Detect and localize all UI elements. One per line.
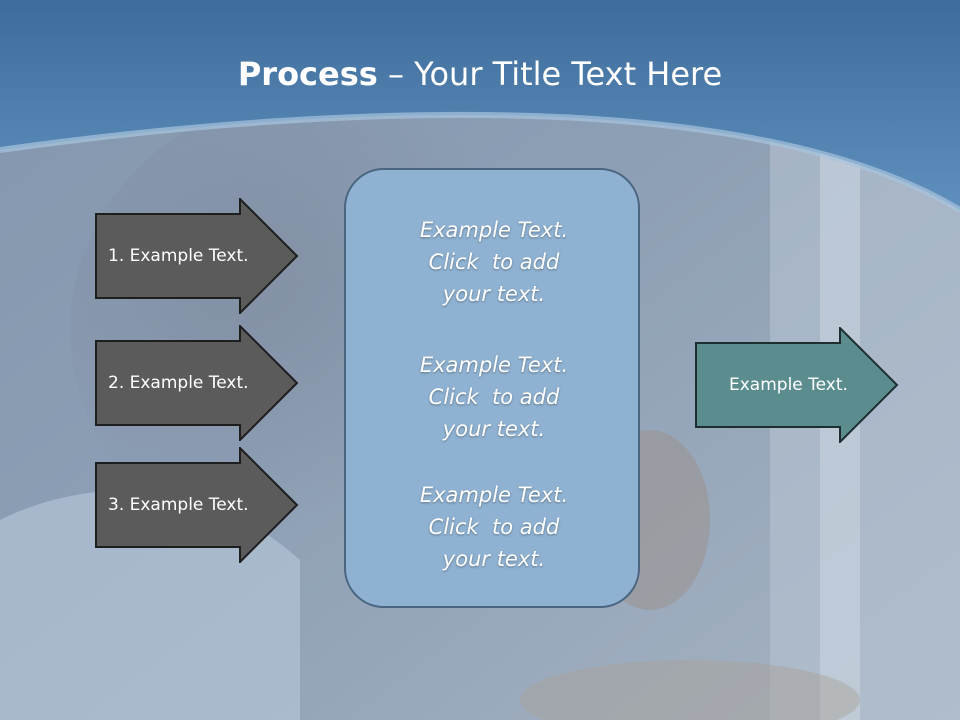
- input-arrow-3[interactable]: 3. Example Text.: [95, 447, 299, 563]
- output-label: Example Text.: [729, 375, 848, 395]
- title-rest: – Your Title Text Here: [377, 55, 723, 93]
- center-block-2[interactable]: Example Text. Click to add your text.: [346, 349, 642, 445]
- output-arrow-shape: [695, 327, 899, 443]
- input-label-2: 2. Example Text.: [108, 373, 249, 393]
- center-block-3[interactable]: Example Text. Click to add your text.: [346, 479, 642, 575]
- block-2-line-2: Click to add: [428, 385, 560, 409]
- block-1-line-3: your text.: [442, 282, 546, 306]
- arrow-shape-2: [95, 325, 299, 441]
- block-3-line-2: Click to add: [428, 515, 560, 539]
- block-2-line-1: Example Text.: [419, 353, 569, 377]
- block-1-line-1: Example Text.: [419, 218, 569, 242]
- center-text-box[interactable]: Example Text. Click to add your text. Ex…: [344, 168, 640, 608]
- slide-title: Process – Your Title Text Here: [0, 52, 960, 96]
- title-bold: Process: [237, 55, 378, 93]
- input-label-1: 1. Example Text.: [108, 246, 249, 266]
- center-block-1[interactable]: Example Text. Click to add your text.: [346, 214, 642, 310]
- block-2-line-3: your text.: [442, 417, 546, 441]
- output-arrow[interactable]: Example Text.: [695, 327, 899, 443]
- arrow-shape-1: [95, 198, 299, 314]
- input-arrow-1[interactable]: 1. Example Text.: [95, 198, 299, 314]
- input-label-3: 3. Example Text.: [108, 495, 249, 515]
- block-3-line-3: your text.: [442, 547, 546, 571]
- block-3-line-1: Example Text.: [419, 483, 569, 507]
- input-arrow-2[interactable]: 2. Example Text.: [95, 325, 299, 441]
- block-1-line-2: Click to add: [428, 250, 560, 274]
- arrow-shape-3: [95, 447, 299, 563]
